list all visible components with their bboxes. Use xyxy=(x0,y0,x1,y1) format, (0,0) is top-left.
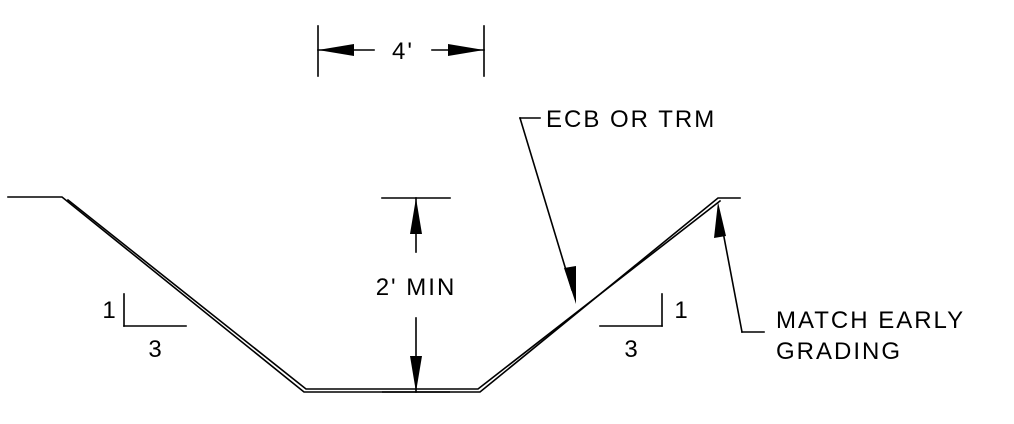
liner-callout-label: ECB OR TRM xyxy=(546,106,716,133)
arrowhead-left xyxy=(318,44,354,56)
right-slope-run: 3 xyxy=(624,336,639,363)
grading-callout-line1: MATCH EARLY xyxy=(776,307,965,334)
depth-label: 2' MIN xyxy=(376,274,457,301)
liner-callout: ECB OR TRM xyxy=(519,106,716,304)
left-slope-run: 3 xyxy=(148,336,163,363)
depth-dimension: 2' MIN xyxy=(376,197,457,393)
depth-arrowhead-bottom xyxy=(410,356,422,392)
arrowhead-right xyxy=(448,44,484,56)
liner-leader-diagonal xyxy=(519,117,573,291)
liner-leader-arrowhead xyxy=(564,266,576,304)
grading-callout-line2: GRADING xyxy=(776,338,902,365)
right-slope-rise: 1 xyxy=(674,297,689,324)
bottom-width-label: 4' xyxy=(392,38,414,65)
channel-profile-inner xyxy=(66,198,722,390)
grading-leader-arrowhead xyxy=(714,202,726,238)
right-slope-indicator: 1 3 xyxy=(599,293,689,363)
depth-arrowhead-top xyxy=(410,198,422,234)
left-slope-rise: 1 xyxy=(102,297,117,324)
grading-callout: MATCH EARLY GRADING xyxy=(714,202,965,365)
left-slope-indicator: 1 3 xyxy=(102,293,187,363)
bottom-width-dimension: 4' xyxy=(317,25,485,77)
